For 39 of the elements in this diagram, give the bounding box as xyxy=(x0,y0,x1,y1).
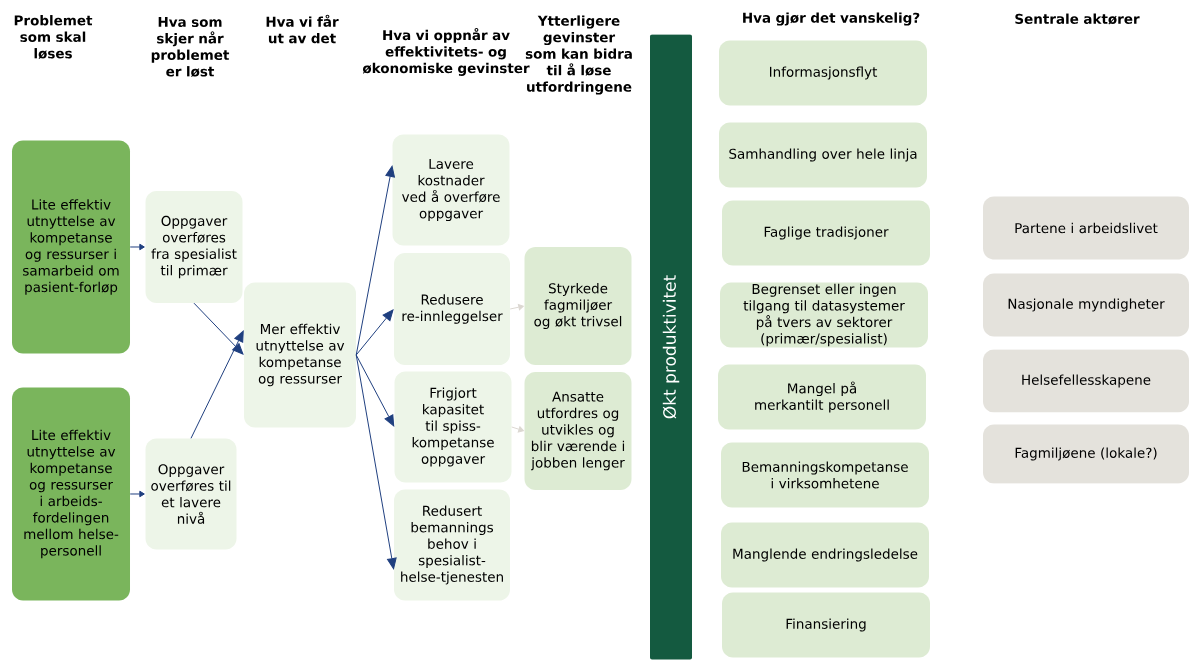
arrow xyxy=(190,330,244,439)
problem-box: Lite effektiv utnyttelse av kompetanse og ressurser i samarbeid om pasient-forløp xyxy=(12,140,130,354)
arrow xyxy=(355,309,394,356)
info-box: Finansiering xyxy=(722,592,930,658)
arrow xyxy=(355,354,395,427)
outcome-box: Lavere kostnader ved å overføre oppgaver xyxy=(392,134,510,246)
column-heading: Sentrale aktører xyxy=(1015,13,1140,25)
arrow xyxy=(355,354,397,570)
arrow xyxy=(193,302,244,355)
actor-box: Nasjonale myndigheter xyxy=(983,273,1189,337)
info-box: Samhandling over hele linja xyxy=(719,122,927,188)
info-box: Informasjonsflyt xyxy=(719,40,927,106)
arrow xyxy=(129,490,145,498)
info-box: Manglende endringsledelse xyxy=(721,522,929,588)
outcome-box: Redusere re-innleggelser xyxy=(394,253,510,365)
info-box: Ansatte utfordres og utvikles og blir værende i jobben lenger xyxy=(524,372,632,490)
arrow xyxy=(509,303,524,311)
outcome-box: Redusert bemannings behov i spesialist-helse-tjenesten xyxy=(394,489,510,601)
outcome-box: Oppgaver overføres fra spesialist til primær xyxy=(145,191,243,303)
info-box: Bemanningskompetanse i virksomhetene xyxy=(721,442,929,508)
arrow xyxy=(511,426,524,433)
arrow xyxy=(129,243,145,251)
outcome-box: Mer effektiv utnyttelse av kompetanse og ressurser xyxy=(244,282,356,428)
outcome-box: Frigjort kapasitet til spiss-kompetanse oppgaver xyxy=(394,371,512,483)
column-heading: Hva som skjer når problemet er løst xyxy=(151,17,230,77)
info-box: Begrenset eller ingen tilgang til datasystemer på tvers av sektorer (primær/spesialist) xyxy=(720,282,928,348)
column-heading: Problemet som skal løses xyxy=(14,15,93,59)
column-heading: Hva gjør det vanskelig? xyxy=(743,12,920,26)
problem-box: Lite effektiv utnyttelse av kompetanse og ressurser i arbeids-fordelingen mellom helse-personell xyxy=(12,387,130,601)
outcome-box: Oppgaver overføres til et lavere nivå xyxy=(145,438,237,550)
info-box: Faglige tradisjoner xyxy=(722,200,930,266)
info-box: Mangel på merkantilt personell xyxy=(718,364,926,430)
actor-box: Partene i arbeidslivet xyxy=(983,196,1189,260)
arrow xyxy=(355,165,395,356)
info-box: Styrkede fagmiljøer og økt trivsel xyxy=(524,247,632,365)
vertical-bar: Økt produktivitet xyxy=(650,34,692,660)
column-heading: Hva vi får ut av det xyxy=(266,14,339,44)
actor-box: Helsefellesskapene xyxy=(983,349,1189,413)
actor-box: Fagmiljøene (lokale?) xyxy=(983,424,1189,484)
